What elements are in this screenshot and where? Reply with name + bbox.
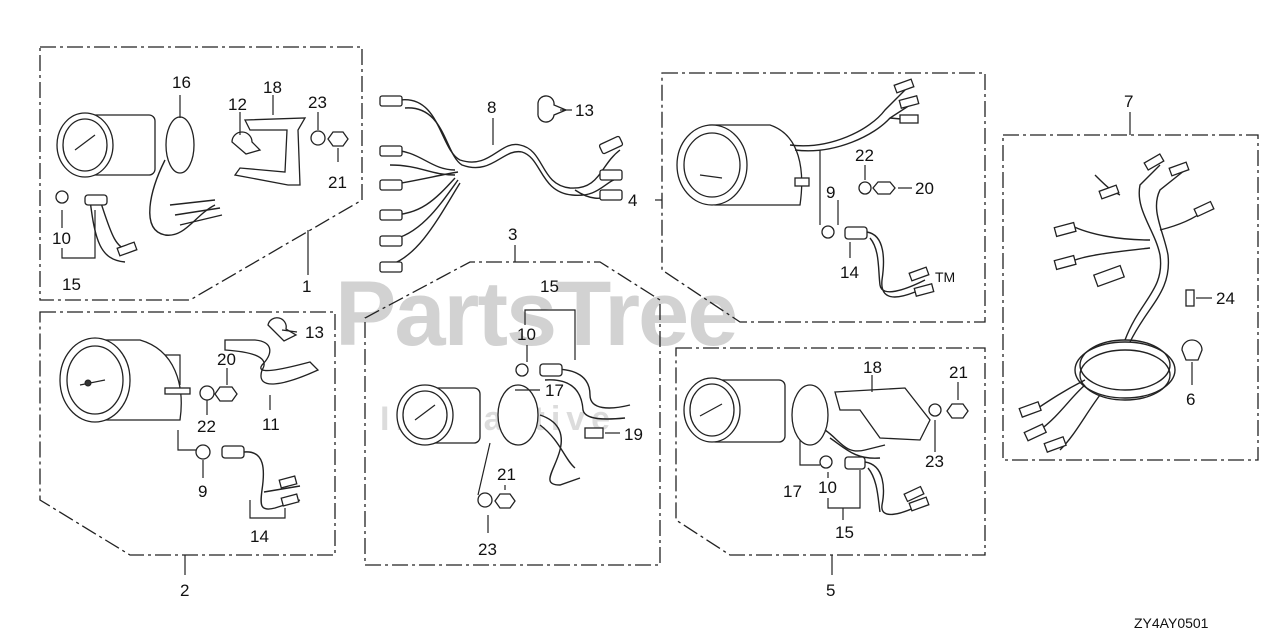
callout-20-box4[interactable]: 20 [915, 179, 934, 198]
callout-23-box5[interactable]: 23 [925, 452, 944, 471]
callout-5[interactable]: 5 [826, 581, 835, 600]
callout-16[interactable]: 16 [172, 73, 191, 92]
group-frame-7 [1002, 134, 1259, 461]
callout-9-box4[interactable]: 9 [826, 183, 835, 202]
group-box-3: 3 15 10 17 19 21 23 [364, 225, 661, 566]
bracket-18[interactable] [233, 117, 307, 186]
group-frame-3 [364, 261, 661, 566]
callout-9[interactable]: 9 [198, 482, 207, 501]
group-box-1: 16 18 12 23 21 10 15 1 [39, 46, 363, 301]
grommet-10-box5[interactable] [819, 455, 833, 469]
callout-18-box5[interactable]: 18 [863, 358, 882, 377]
nut-20[interactable] [214, 386, 238, 402]
switch-19[interactable] [584, 427, 604, 439]
callout-4[interactable]: 4 [628, 191, 637, 210]
hose-11[interactable] [224, 339, 320, 385]
callout-18[interactable]: 18 [263, 78, 282, 97]
callout-13-top[interactable]: 13 [575, 101, 594, 120]
callout-11[interactable]: 11 [262, 415, 280, 434]
callout-6[interactable]: 6 [1186, 390, 1195, 409]
callout-15-box3[interactable]: 15 [540, 277, 559, 296]
meter-assembly-3[interactable] [396, 384, 539, 446]
sensor-lead-14[interactable] [221, 445, 245, 459]
callout-19[interactable]: 19 [624, 425, 643, 444]
callout-21-box5[interactable]: 21 [949, 363, 968, 382]
clip-6[interactable] [1181, 339, 1203, 361]
grommet-9[interactable] [195, 444, 211, 460]
callout-22[interactable]: 22 [197, 417, 216, 436]
callout-21[interactable]: 21 [328, 173, 347, 192]
group-box-7: 7 24 6 [1002, 92, 1259, 461]
callout-2[interactable]: 2 [180, 581, 189, 600]
grommet-9-box4[interactable] [821, 225, 835, 239]
callout-1[interactable]: 1 [302, 277, 311, 296]
nut-21[interactable] [327, 131, 349, 147]
callout-3[interactable]: 3 [508, 225, 517, 244]
group-frame-2 [39, 311, 336, 556]
callout-24[interactable]: 24 [1216, 289, 1235, 308]
nut-21-box3[interactable] [494, 493, 516, 509]
washer-23-box5[interactable] [928, 403, 942, 417]
callout-10[interactable]: 10 [52, 229, 71, 248]
callout-13[interactable]: 13 [305, 323, 324, 342]
callout-20[interactable]: 20 [217, 350, 236, 369]
callout-15[interactable]: 15 [62, 275, 81, 294]
callout-23-box3[interactable]: 23 [478, 540, 497, 559]
clamp-12[interactable] [231, 131, 262, 155]
clip-13[interactable]: 13 [537, 95, 594, 123]
group-frame-5 [675, 347, 986, 556]
callout-15-box5[interactable]: 15 [835, 523, 854, 542]
watermark-brand: PartsTree [335, 263, 736, 365]
washer-22[interactable] [199, 385, 215, 401]
grommet-10-box3[interactable] [515, 363, 529, 377]
callout-14[interactable]: 14 [250, 527, 269, 546]
diagram-code: ZY4AY0501 [1134, 615, 1209, 631]
group-box-4: 4 22 20 9 14 [628, 72, 986, 323]
clamp-13[interactable] [267, 317, 298, 342]
group-frame-1 [39, 46, 363, 301]
callout-17-box5[interactable]: 17 [783, 482, 802, 501]
washer-23[interactable] [310, 130, 326, 146]
bracket-18-box5[interactable] [834, 387, 931, 441]
callout-8[interactable]: 8 [487, 98, 496, 117]
callout-7[interactable]: 7 [1124, 92, 1133, 111]
washer-23-box3[interactable] [477, 492, 493, 508]
meter-assembly-5[interactable] [683, 377, 829, 446]
callout-22-box4[interactable]: 22 [855, 146, 874, 165]
callout-10-box3[interactable]: 10 [517, 325, 536, 344]
callout-23[interactable]: 23 [308, 93, 327, 112]
callout-10-box5[interactable]: 10 [818, 478, 837, 497]
meter-assembly-4[interactable] [676, 124, 810, 206]
nut-21-box5[interactable] [946, 403, 969, 419]
washer-22-box4[interactable] [858, 181, 872, 195]
meter-assembly-1[interactable] [56, 112, 195, 178]
grommet-10[interactable] [55, 190, 69, 204]
harness-8[interactable]: 8 [379, 95, 624, 273]
callout-12[interactable]: 12 [228, 95, 247, 114]
harness-7[interactable] [1018, 153, 1215, 453]
meter-assembly-2[interactable] [59, 337, 191, 423]
group-box-2: 20 13 22 11 9 14 2 [39, 311, 336, 600]
wire-harness-1 [149, 159, 216, 236]
sensor-lead-14-box4[interactable] [844, 226, 868, 240]
nut-20-box4[interactable] [872, 181, 896, 195]
callout-17-box3[interactable]: 17 [545, 381, 564, 400]
watermark-trademark: TM [935, 269, 955, 285]
fuse-24[interactable] [1185, 289, 1195, 307]
callout-14-box4[interactable]: 14 [840, 263, 859, 282]
callout-21-box3[interactable]: 21 [497, 465, 516, 484]
group-box-5: 18 21 23 17 10 15 5 [675, 347, 986, 600]
